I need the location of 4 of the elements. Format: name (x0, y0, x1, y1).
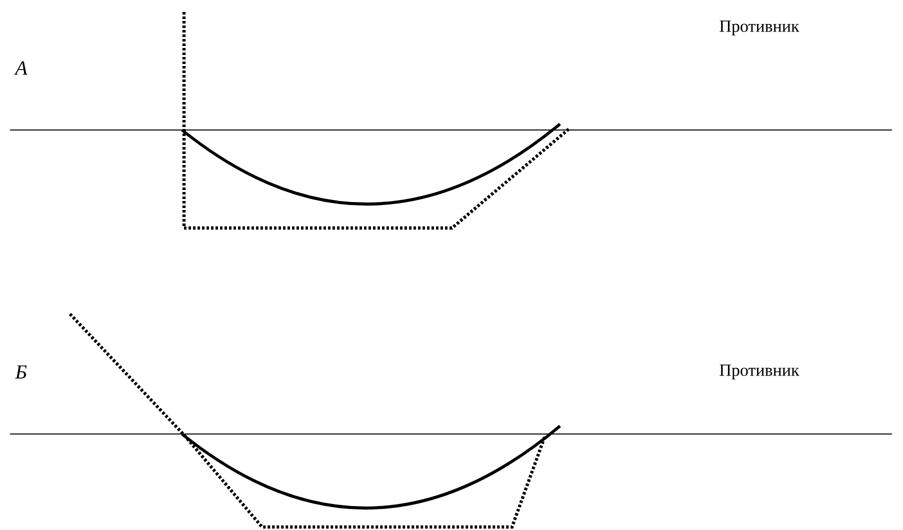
panel-letter: А (14, 61, 28, 75)
enemy-label: Противник (720, 364, 800, 380)
enemy-label: Противник (720, 20, 800, 36)
panel-letter: Б (14, 365, 27, 379)
